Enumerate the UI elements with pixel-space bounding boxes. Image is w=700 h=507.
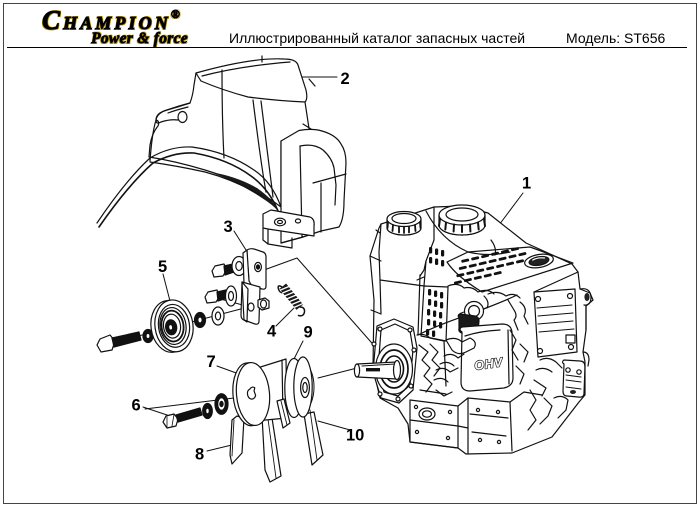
svg-text:10: 10 <box>346 427 364 445</box>
svg-text:1: 1 <box>522 175 531 193</box>
svg-text:8: 8 <box>195 446 204 464</box>
svg-text:5: 5 <box>158 258 167 276</box>
svg-text:OHV: OHV <box>473 355 504 373</box>
svg-text:6: 6 <box>132 397 141 415</box>
svg-text:7: 7 <box>207 353 216 371</box>
svg-text:3: 3 <box>224 218 233 236</box>
svg-text:2: 2 <box>341 70 350 88</box>
svg-text:9: 9 <box>304 324 313 342</box>
svg-text:4: 4 <box>267 323 277 341</box>
